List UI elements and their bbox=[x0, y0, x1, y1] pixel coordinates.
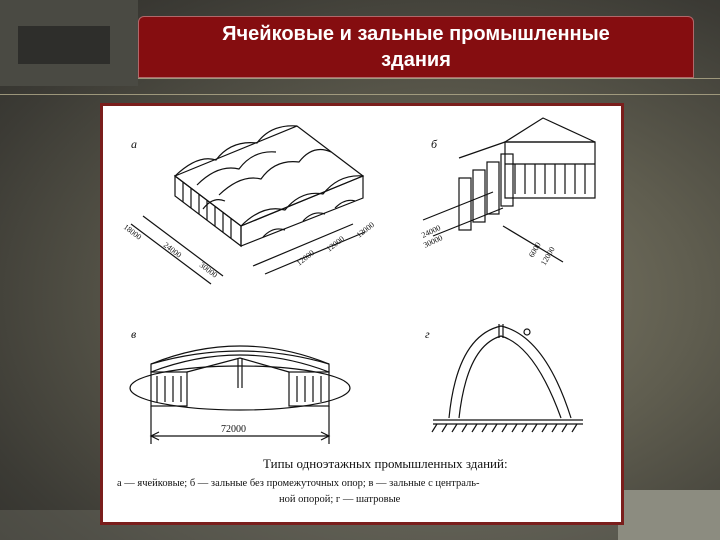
building-types-figure: а 18000 24000 30000 12000 12000 12000 bbox=[117, 117, 596, 505]
title-bar: Ячейковые и зальные промышленные здания bbox=[138, 16, 694, 78]
panel-label-b: б bbox=[431, 137, 438, 151]
caption-title: Типы одноэтажных промышленных зданий: bbox=[263, 456, 508, 471]
panel-label-v: в bbox=[131, 327, 136, 341]
panel-a-cellular-drawing bbox=[130, 125, 366, 285]
panel-label-a: а bbox=[131, 137, 137, 151]
panel-v-central-support-drawing bbox=[129, 345, 351, 444]
caption-line-1: а — ячейковые; б — зальные без промежуто… bbox=[117, 478, 480, 489]
dim-a-right-2: 12000 bbox=[325, 234, 346, 253]
dim-b-3: 6000 bbox=[527, 241, 543, 259]
dim-a-left-1: 18000 bbox=[122, 222, 143, 241]
title-line-1: Ячейковые и зальные промышленные bbox=[222, 23, 610, 45]
panel-b-hall-drawing bbox=[422, 117, 596, 263]
title-line-2: здания bbox=[381, 49, 451, 71]
panel-g-tent-drawing bbox=[431, 324, 583, 433]
decor-line bbox=[0, 78, 720, 79]
corner-dark-block bbox=[18, 26, 110, 64]
dim-a-right-3: 12000 bbox=[355, 220, 376, 239]
dim-a-right-1: 12000 bbox=[295, 248, 316, 267]
slide-title: Ячейковые и зальные промышленные здания bbox=[206, 21, 626, 73]
panel-label-g: г bbox=[425, 327, 430, 341]
decor-line bbox=[0, 94, 720, 95]
figure-frame: а 18000 24000 30000 12000 12000 12000 bbox=[100, 103, 624, 525]
dim-v: 72000 bbox=[221, 424, 246, 435]
caption-line-2: ной опорой; г — шатровые bbox=[279, 494, 401, 505]
corner-band bbox=[618, 490, 720, 540]
